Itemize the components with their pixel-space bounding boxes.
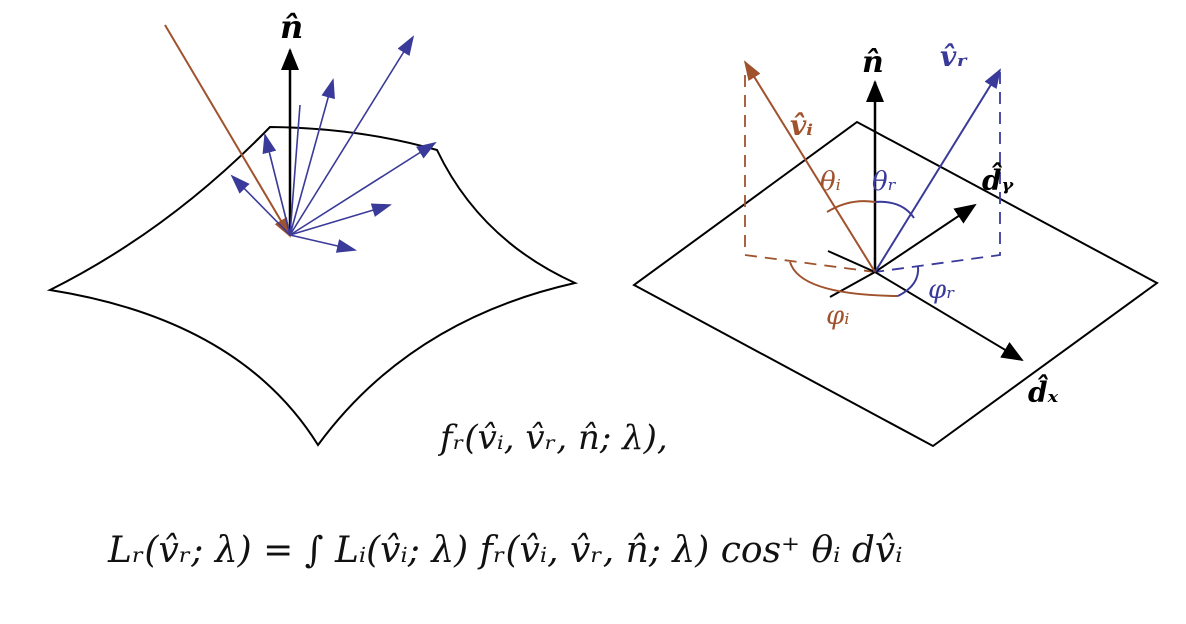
dx-axis-arrow xyxy=(874,271,1024,362)
phi-r-label: φᵣ xyxy=(928,275,955,305)
phi-i-label: φᵢ xyxy=(826,301,849,331)
incident-label: v̂ᵢ xyxy=(790,109,813,142)
scattered-rays xyxy=(230,35,437,253)
normal-label-left: n̂ xyxy=(280,8,303,46)
reflected-vector xyxy=(874,68,1002,273)
phi-i-arc xyxy=(789,261,899,297)
curved-surface-diagram: n̂ xyxy=(46,8,579,447)
reflected-label: v̂ᵣ xyxy=(940,40,968,73)
rendering-equation: Lᵣ(v̂ᵣ; λ) = ∫ Lᵢ(v̂ᵢ; λ) fᵣ(v̂ᵢ, v̂ᵣ, n… xyxy=(108,530,903,571)
dx-label: d̂ₓ xyxy=(1028,375,1059,409)
theta-r-arc xyxy=(874,200,915,219)
planar-geometry-diagram: n̂ v̂ᵢ v̂ᵣ θᵢ θᵣ φᵢ φᵣ d̂ᵧ d̂ₓ xyxy=(632,40,1159,448)
incident-vector xyxy=(743,60,876,273)
brdf-formula: fᵣ(v̂ᵢ, v̂ᵣ, n̂; λ), xyxy=(440,418,668,458)
theta-i-label: θᵢ xyxy=(820,167,841,197)
reflected-projection xyxy=(874,72,1001,273)
surface-plane xyxy=(632,120,1159,448)
dy-label: d̂ᵧ xyxy=(982,163,1015,197)
incident-projection xyxy=(744,75,876,273)
dy-axis-arrow xyxy=(874,203,977,273)
theta-r-label: θᵣ xyxy=(872,167,897,197)
normal-label-right: n̂ xyxy=(862,45,884,80)
incident-ray xyxy=(164,24,292,238)
theta-i-arc xyxy=(826,200,876,213)
curved-surface xyxy=(46,125,579,447)
phi-r-arc xyxy=(897,265,920,297)
